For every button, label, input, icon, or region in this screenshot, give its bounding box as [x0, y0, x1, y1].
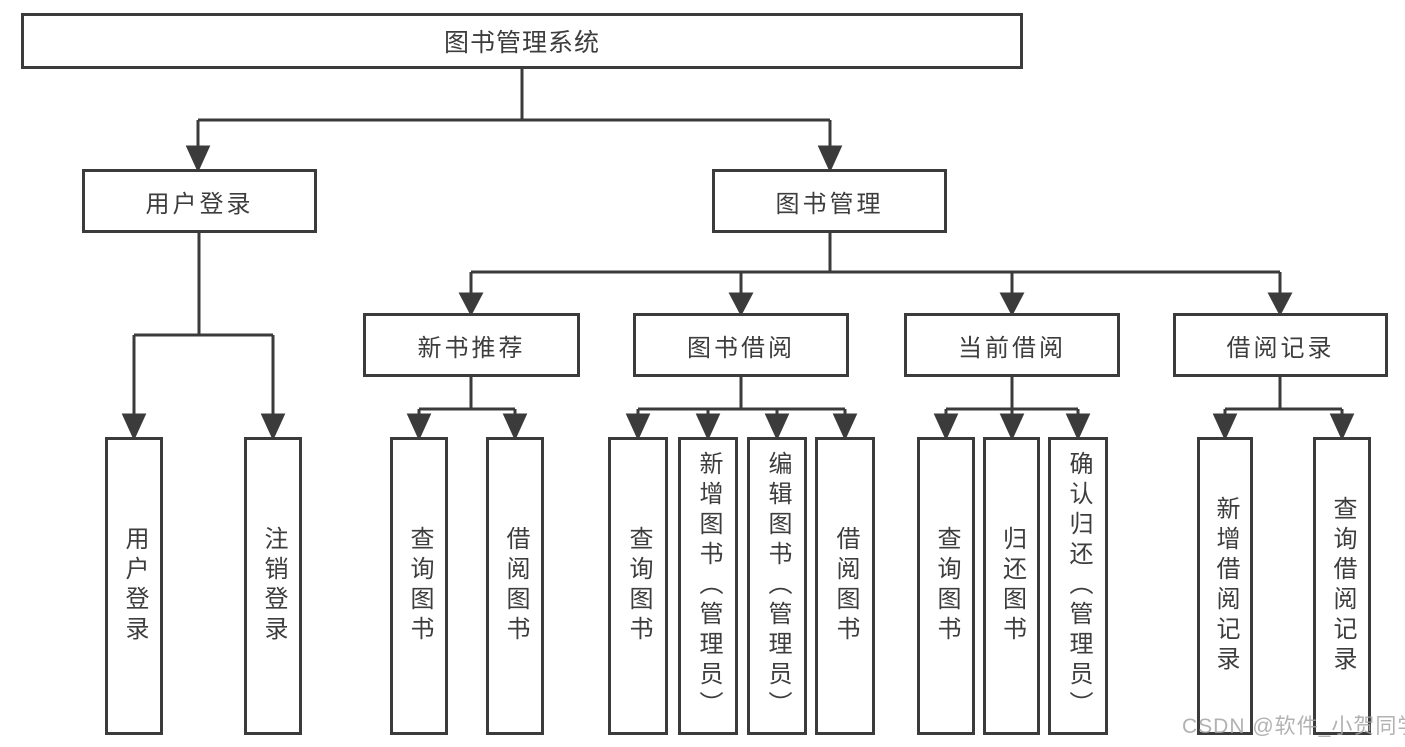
- arrowhead: [728, 292, 754, 317]
- node-current-borrow: 当前借阅: [904, 313, 1120, 377]
- leaf-logout: 注销登录: [244, 437, 302, 735]
- csdn-watermark: CSDN @软件_小贺同学: [1182, 715, 1405, 738]
- arrowhead: [260, 413, 286, 441]
- leaf-label: 用户登录: [121, 526, 148, 646]
- leaf-label: 编辑图书（管理员）: [764, 451, 791, 721]
- leaf-borrow-books: 借阅图书: [815, 437, 875, 735]
- leaf-label: 查询图书: [933, 526, 960, 646]
- leaf-query-books: 查询图书: [608, 437, 668, 735]
- node-label: 图书借阅: [687, 334, 795, 362]
- arrowhead: [933, 413, 959, 441]
- leaf-label: 确认归还（管理员）: [1065, 451, 1092, 721]
- node-label: 用户登录: [145, 190, 254, 218]
- node-label: 借阅记录: [1226, 334, 1335, 362]
- leaf-label: 借阅图书: [832, 526, 859, 646]
- node-label: 图书管理: [775, 190, 884, 218]
- arrowhead: [121, 413, 147, 441]
- node-label: 新书推荐: [417, 334, 526, 362]
- arrowhead: [1212, 413, 1238, 441]
- arrowhead: [185, 145, 211, 173]
- leaf-query-books: 查询图书: [390, 437, 448, 735]
- connector-borrow-to-leaves: [636, 377, 847, 417]
- connector-mgmt-to-level3: [469, 233, 1282, 295]
- arrowhead: [817, 145, 843, 173]
- leaf-label: 借阅图书: [502, 526, 529, 646]
- node-borrow-records: 借阅记录: [1173, 313, 1388, 377]
- node-root-label: 图书管理系统: [443, 29, 600, 57]
- node-new-book-recommend: 新书推荐: [363, 313, 580, 377]
- leaf-label: 查询图书: [406, 526, 433, 646]
- arrowhead: [1065, 413, 1091, 441]
- arrowhead: [1329, 413, 1355, 441]
- leaf-label: 注销登录: [260, 526, 287, 646]
- leaf-label: 查询借阅记录: [1329, 496, 1356, 676]
- arrowhead: [832, 413, 858, 441]
- connector-newbook-to-leaves: [417, 377, 517, 417]
- connector-root-to-level2: [196, 69, 832, 148]
- leaf-label: 归还图书: [998, 526, 1026, 646]
- arrowhead: [764, 413, 790, 441]
- connector-records-to-leaves: [1223, 377, 1344, 417]
- leaf-label: 新增借阅记录: [1212, 496, 1239, 676]
- arrowhead: [1267, 292, 1293, 317]
- arrowhead: [502, 413, 528, 441]
- leaf-label: 查询图书: [625, 526, 652, 646]
- node-book-borrow: 图书借阅: [633, 313, 849, 377]
- leaf-add-borrow-record: 新增借阅记录: [1197, 437, 1253, 735]
- arrowhead: [999, 413, 1025, 441]
- arrowhead: [999, 292, 1025, 317]
- arrowhead: [458, 292, 484, 317]
- leaf-query-books: 查询图书: [917, 437, 975, 735]
- arrowhead: [625, 413, 651, 441]
- leaf-user-login: 用户登录: [105, 437, 163, 735]
- leaf-confirm-return-admin: 确认归还（管理员）: [1048, 437, 1108, 735]
- leaf-query-borrow-record: 查询借阅记录: [1313, 437, 1371, 735]
- arrowhead: [695, 413, 721, 441]
- connector-current-to-leaves: [944, 377, 1080, 417]
- node-book-management: 图书管理: [712, 169, 947, 233]
- node-label: 当前借阅: [958, 334, 1066, 362]
- leaf-edit-books-admin: 编辑图书（管理员）: [747, 437, 807, 735]
- leaf-return-books: 归还图书: [983, 437, 1040, 735]
- leaf-borrow-books: 借阅图书: [486, 437, 544, 735]
- leaf-add-books-admin: 新增图书（管理员）: [678, 437, 738, 735]
- leaf-label: 新增图书（管理员）: [695, 451, 722, 721]
- arrowhead: [406, 413, 432, 441]
- node-root-system: 图书管理系统: [21, 13, 1023, 69]
- node-user-login: 用户登录: [82, 169, 317, 233]
- connector-login-to-leaves: [132, 233, 275, 416]
